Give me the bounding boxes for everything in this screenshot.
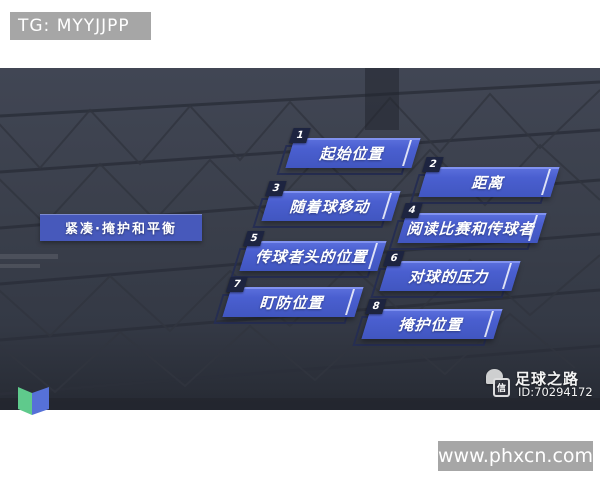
slash-accent (382, 193, 392, 219)
website-url: www.phxcn.com (437, 445, 594, 467)
step-number-tab: 7 (226, 277, 248, 292)
photo-light-streak (0, 254, 58, 259)
tg-banner: TG: MYYJJPP (10, 12, 151, 40)
title-box-label: 紧凑·掩护和平衡 (65, 222, 177, 237)
step-item-3: 3 随着球移动 (252, 181, 401, 228)
step-number-tab: 6 (383, 251, 405, 266)
slash-accent (345, 289, 355, 315)
step-item-2: 2 距离 (409, 157, 560, 204)
step-item-4: 4 阅读比赛和传球者 (388, 203, 547, 250)
step-label: 起始位置 (318, 144, 388, 163)
step-number-tab: 4 (401, 203, 423, 218)
website-url-banner: www.phxcn.com (438, 441, 593, 471)
tg-banner-label: TG: MYYJJPP (18, 16, 130, 36)
open-book-logo (18, 387, 49, 415)
step-label: 距离 (470, 173, 508, 192)
step-number-tab: 1 (289, 128, 311, 143)
step-item-7: 7 盯防位置 (213, 277, 364, 324)
step-banner: 5 传球者头的位置 (239, 231, 387, 271)
wechat-badge-icon: 信 (493, 378, 510, 397)
photo-light-streak (0, 264, 40, 268)
step-item-8: 8 掩护位置 (352, 299, 503, 346)
slash-accent (541, 169, 551, 195)
step-banner: 1 起始位置 (285, 128, 421, 168)
slash-accent (484, 311, 494, 337)
step-banner: 7 盯防位置 (222, 277, 364, 317)
step-banner: 6 对球的压力 (379, 251, 521, 291)
wechat-icon: 信 (486, 369, 512, 400)
step-number-tab: 8 (365, 299, 387, 314)
step-number-tab: 5 (243, 231, 265, 246)
title-box: 紧凑·掩护和平衡 (40, 214, 202, 241)
step-item-1: 1 起始位置 (276, 128, 421, 175)
step-item-5: 5 传球者头的位置 (230, 231, 387, 278)
watermark-channel-name: 足球之路 (515, 370, 580, 388)
slash-accent (402, 140, 412, 166)
step-banner: 2 距离 (418, 157, 560, 197)
step-banner: 4 阅读比赛和传球者 (397, 203, 547, 243)
step-banner: 8 掩护位置 (361, 299, 503, 339)
step-label: 掩护位置 (397, 315, 467, 334)
step-number-tab: 3 (265, 181, 287, 196)
step-banner: 3 随着球移动 (261, 181, 401, 221)
step-label: 随着球移动 (288, 197, 374, 216)
step-label: 传球者头的位置 (254, 247, 372, 266)
channel-watermark: 信 足球之路 ID:70294172 (486, 366, 598, 406)
step-label: 阅读比赛和传球者 (405, 219, 539, 238)
step-label: 盯防位置 (258, 293, 328, 312)
watermark-channel-id: ID:70294172 (518, 385, 593, 399)
slash-accent (502, 263, 512, 289)
step-number-tab: 2 (422, 157, 444, 172)
step-item-6: 6 对球的压力 (370, 251, 521, 298)
step-label: 对球的压力 (407, 267, 493, 286)
